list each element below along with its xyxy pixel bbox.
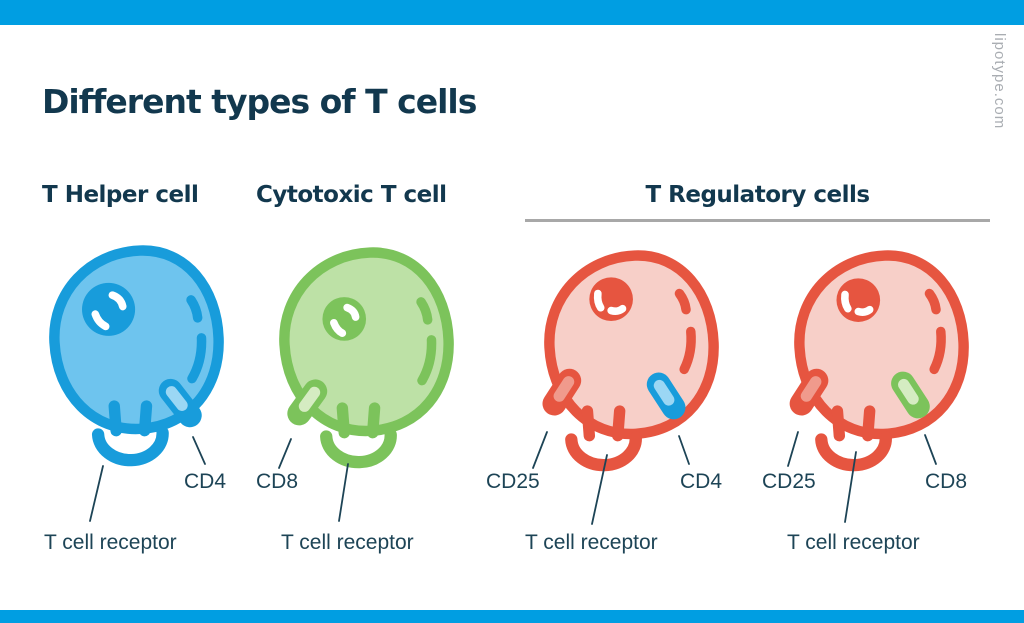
section-header-t-helper-cell: T Helper cell — [42, 182, 199, 208]
cd25-marker — [789, 368, 829, 416]
cell-nucleus — [82, 282, 136, 336]
label-cd25: CD25 — [486, 470, 540, 493]
cytotoxic-t-cell-illustration — [279, 247, 454, 469]
membrane-highlight — [674, 288, 691, 315]
cell-nucleus — [322, 297, 367, 341]
label-cd25: CD25 — [762, 470, 816, 493]
membrane-highlight — [924, 288, 941, 315]
cd8-marker — [287, 379, 328, 426]
cd4-marker — [158, 378, 202, 428]
label-t-cell-receptor: T cell receptor — [44, 531, 177, 554]
membrane-highlight — [417, 335, 437, 386]
top-accent-bar — [0, 0, 1024, 25]
membrane-highlight — [187, 333, 207, 384]
t-cell-receptor — [91, 400, 169, 467]
label-t-cell-receptor: T cell receptor — [787, 531, 920, 554]
membrane-highlight — [679, 326, 696, 375]
section-header-cytotoxic-t-cell: Cytotoxic T cell — [256, 182, 447, 208]
label-cd8: CD8 — [256, 470, 299, 493]
label-t-cell-receptor: T cell receptor — [281, 531, 414, 554]
t-regulatory-cell-1-illustration — [542, 250, 719, 472]
watermark-text: lipotype.com — [991, 33, 1008, 130]
t-cell-receptor — [320, 402, 397, 469]
label-cd8: CD8 — [925, 470, 968, 493]
membrane-highlight — [416, 297, 433, 325]
t-regulatory-cell-2-illustration — [789, 250, 969, 472]
membrane-highlight — [186, 295, 203, 323]
membrane-highlight — [929, 326, 946, 375]
label-t-cell-receptor: T cell receptor — [525, 531, 658, 554]
cell-nucleus — [836, 278, 881, 322]
t-helper-cell-illustration — [49, 245, 224, 467]
label-cd4: CD4 — [184, 470, 227, 493]
cell-nucleus — [589, 277, 633, 322]
section-header-t-regulatory-cells: T Regulatory cells — [645, 182, 870, 208]
cd4-marker — [646, 372, 686, 420]
label-cd4: CD4 — [680, 470, 723, 493]
regulatory-section-divider — [525, 219, 990, 222]
cd25-marker — [542, 368, 582, 416]
bottom-accent-bar — [0, 610, 1024, 623]
page-title: Different types of T cells — [42, 82, 477, 122]
cd8-marker — [891, 371, 930, 419]
